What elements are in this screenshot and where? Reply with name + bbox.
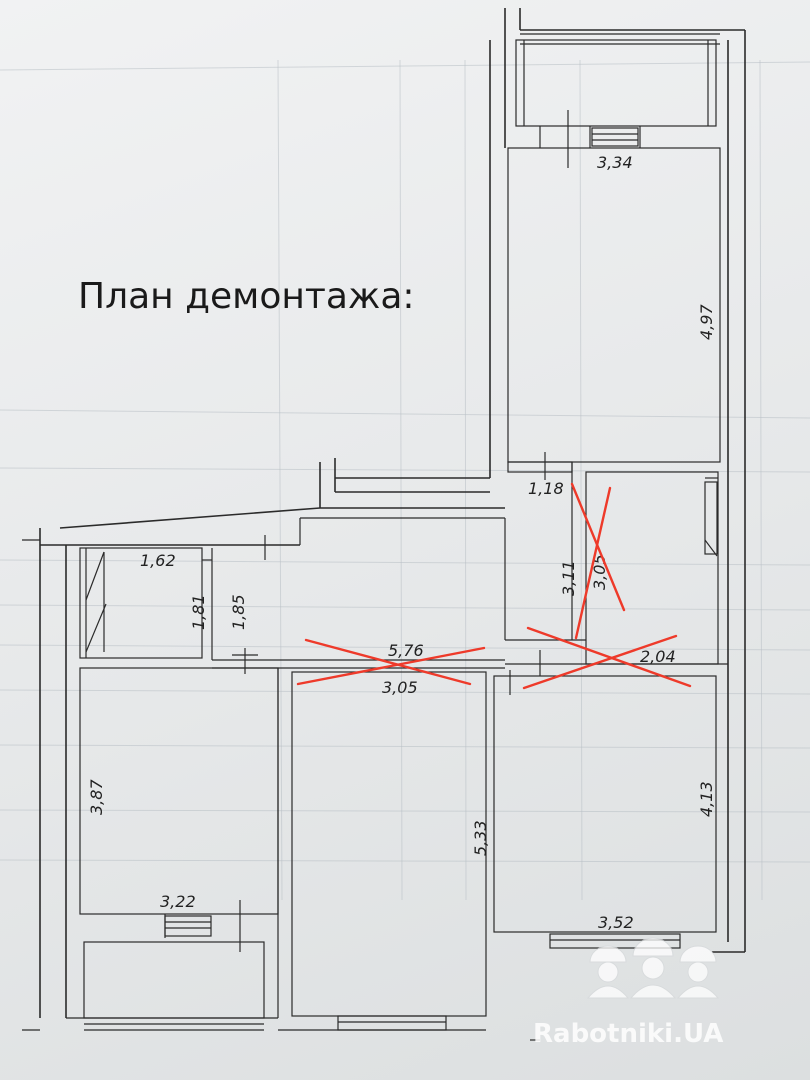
page-title: План демонтажа: [78, 276, 415, 317]
demolition-marks [296, 482, 692, 690]
dimension-label: 3,52 [598, 913, 634, 932]
worker-icon [586, 945, 630, 999]
demolition-cross-line [296, 646, 486, 686]
dimension-label: 1,18 [528, 479, 564, 498]
dimension-label: 3,05 [382, 678, 418, 697]
dimension-label: 5,76 [388, 641, 424, 660]
demolition-cross-line [522, 634, 678, 690]
dimension-label: 1,85 [229, 594, 248, 630]
demolition-cross-line [574, 486, 612, 640]
background-table-grid [0, 59, 810, 901]
dimension-label: 3,11 [559, 560, 578, 596]
dimension-label: 3,34 [597, 153, 633, 172]
demolition-cross-line [570, 482, 626, 612]
walls [22, 8, 746, 1041]
dimension-label: 1,81 [189, 594, 208, 630]
dimension-label: 5,33 [471, 820, 490, 856]
dimension-label: 3,22 [160, 892, 196, 911]
dimension-label: 4,97 [697, 304, 716, 340]
demolition-cross-line [526, 626, 692, 688]
dimension-label: 3,87 [87, 779, 106, 815]
dimension-label: 4,13 [697, 781, 716, 817]
dimension-label: 2,04 [640, 647, 676, 666]
watermark-logo [586, 937, 720, 999]
watermark-text: Rabotniki.UA [533, 1019, 723, 1049]
worker-icon [629, 937, 677, 999]
dimension-label: 1,62 [140, 551, 176, 570]
demolition-cross-line [304, 638, 472, 686]
worker-icon [676, 945, 720, 999]
dimension-labels: 3,34 4,97 1,18 3,11 3,05 2,04 1,62 1,81 … [87, 153, 716, 932]
